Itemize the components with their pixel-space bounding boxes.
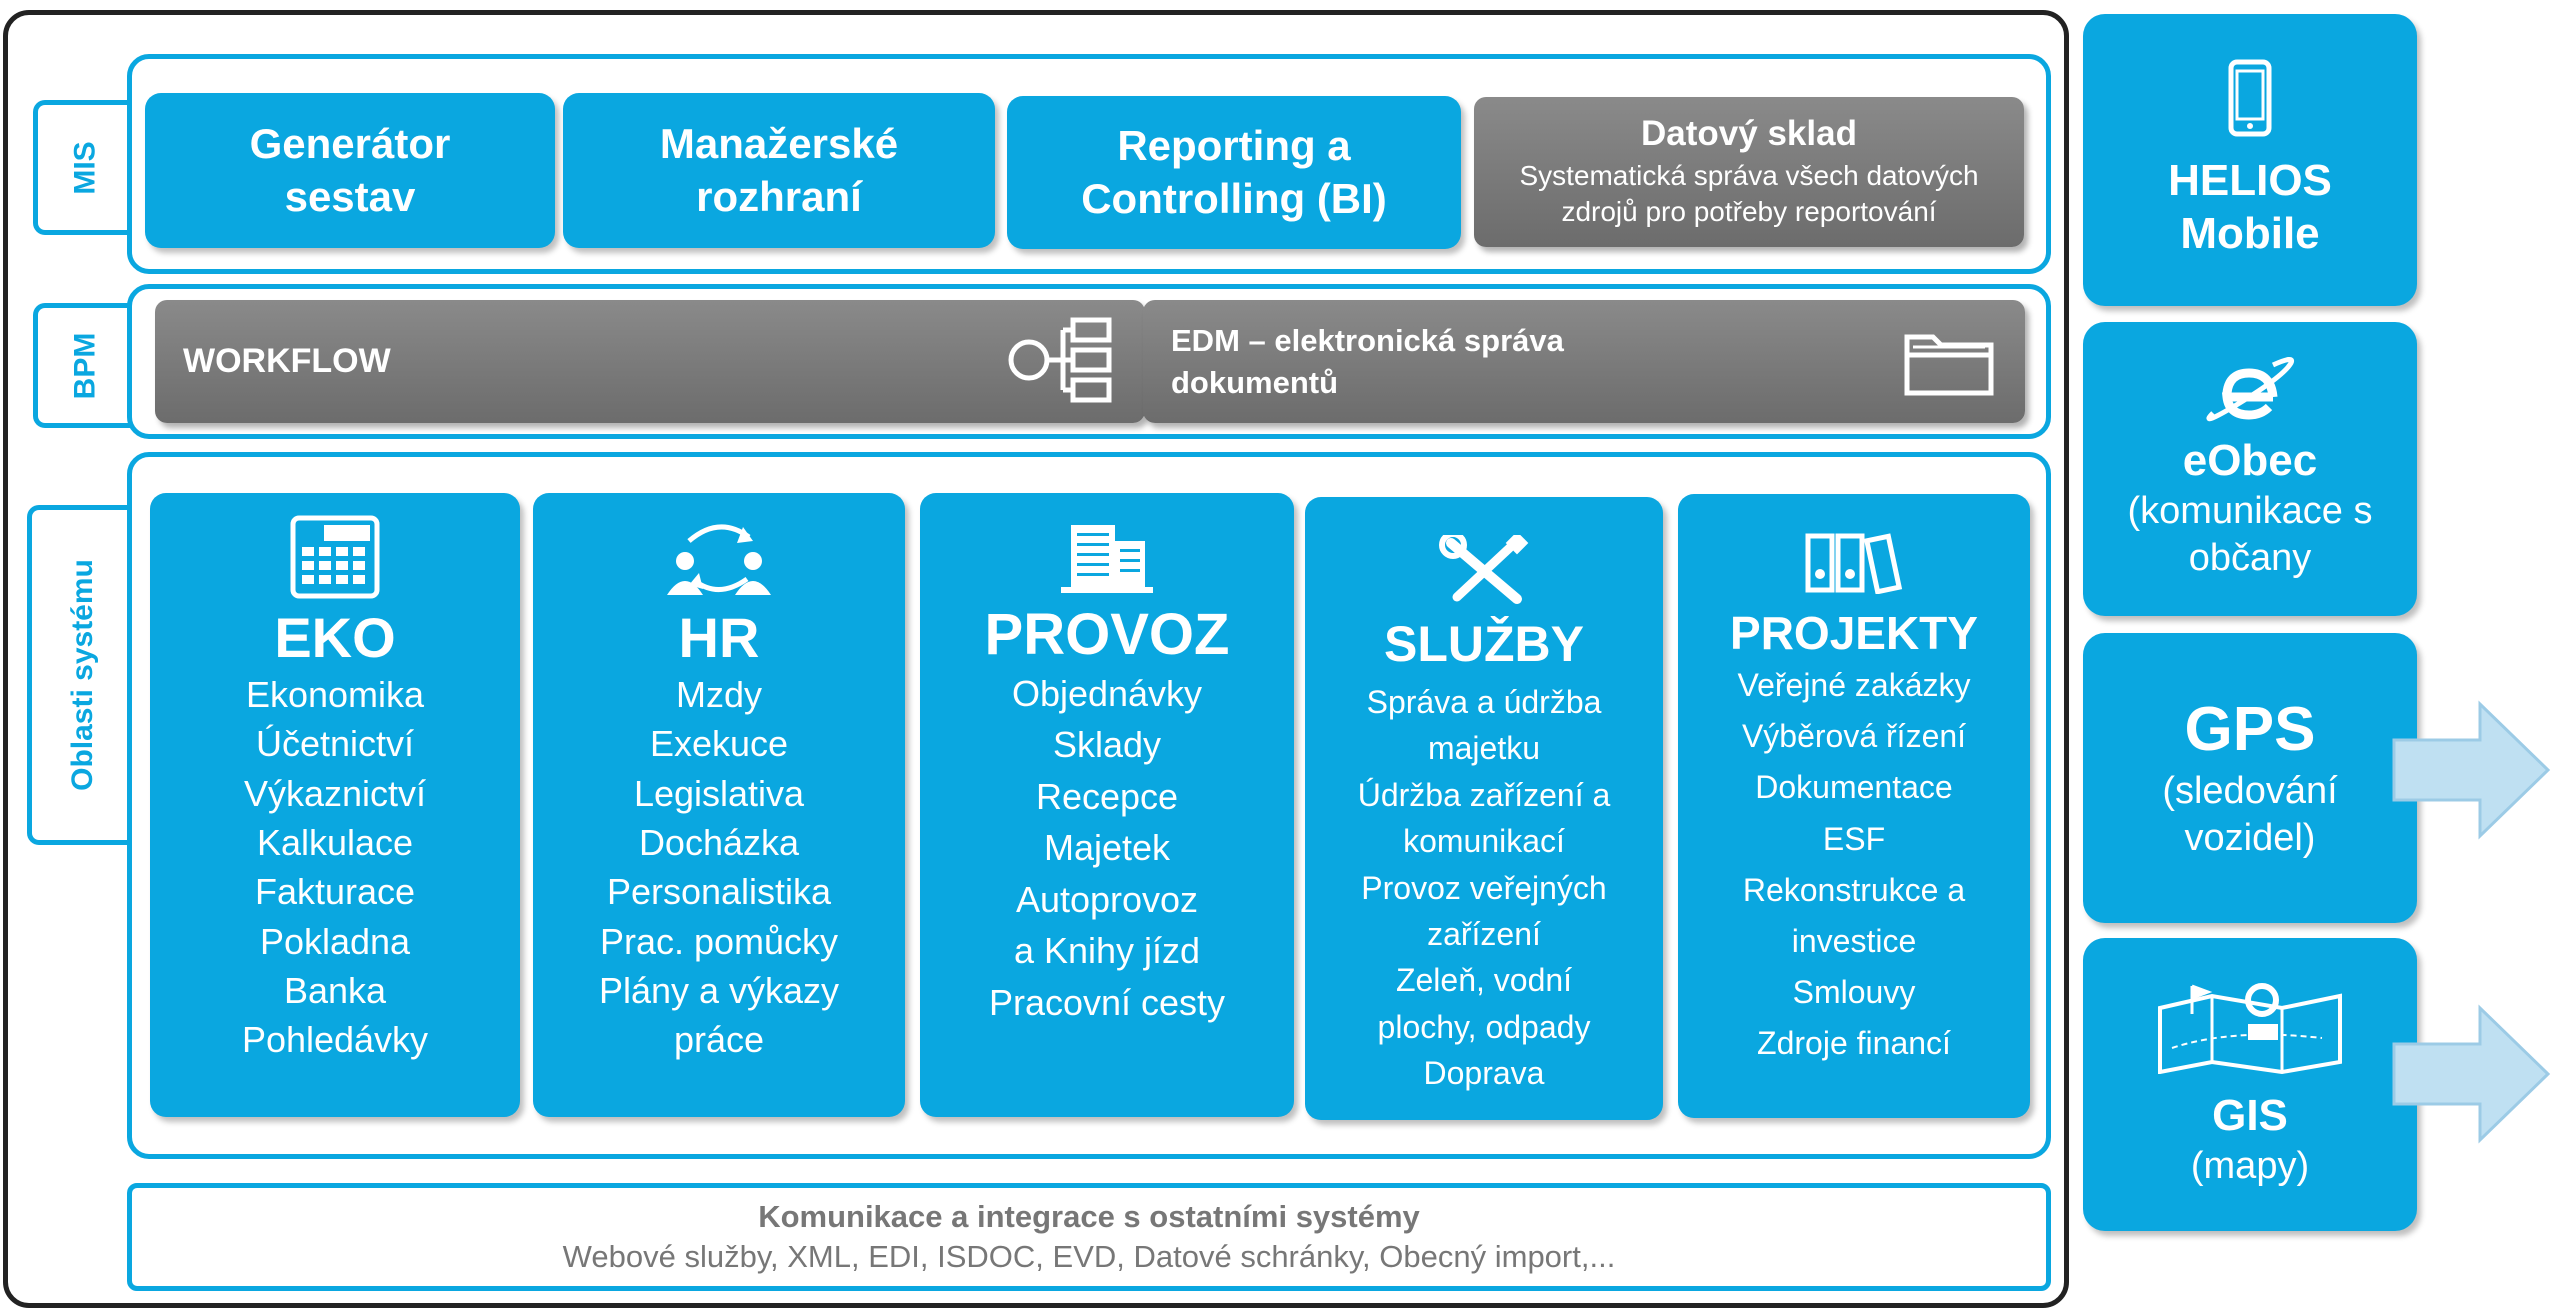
area-card-projekty[interactable]: PROJEKTY Veřejné zakázky Výběrová řízení… <box>1678 494 2030 1118</box>
mis-label: MIS <box>68 140 102 195</box>
area-card-sluzby[interactable]: SLUŽBY Správa a údržba majetku Údržba za… <box>1305 497 1663 1120</box>
area-items-eko: Ekonomika Účetnictví Výkaznictví Kalkula… <box>241 674 429 1061</box>
side-subtitle-gps: (sledování vozidel) <box>2162 769 2338 860</box>
mis-reporting-box[interactable]: Reporting a Controlling (BI) <box>1007 96 1461 249</box>
side-card-gis[interactable]: GIS (mapy) <box>2083 938 2417 1231</box>
workflow-box[interactable]: WORKFLOW <box>155 300 1145 423</box>
areas-tab: Oblasti systému <box>27 505 133 845</box>
mis-generator-box[interactable]: Generátor sestav <box>145 93 555 248</box>
folder-icon <box>1904 334 1994 396</box>
area-card-eko[interactable]: EKO Ekonomika Účetnictví Výkaznictví Kal… <box>150 493 520 1117</box>
people-exchange-icon <box>667 524 771 595</box>
binders-icon <box>1805 533 1903 594</box>
mis-reporting-label: Reporting a Controlling (BI) <box>1081 122 1387 222</box>
internet-explorer-icon <box>2206 357 2295 422</box>
area-card-provoz[interactable]: PROVOZ Objednávky Sklady Recepce Majetek… <box>920 493 1294 1117</box>
bpm-tab: BPM <box>33 303 133 428</box>
area-title-projekty: PROJEKTY <box>1730 607 1978 659</box>
area-title-sluzby: SLUŽBY <box>1384 616 1584 672</box>
edm-box[interactable]: EDM – elektronická správa dokumentů <box>1143 300 2025 423</box>
side-card-helios-mobile[interactable]: HELIOS Mobile <box>2083 14 2417 306</box>
mis-manazerske-label: Manažerské rozhraní <box>659 120 899 220</box>
side-card-gps[interactable]: GPS (sledování vozidel) <box>2083 633 2417 923</box>
tools-icon <box>1439 535 1529 604</box>
mobile-phone-icon <box>2228 59 2272 137</box>
integration-panel: Komunikace a integrace s ostatními systé… <box>127 1183 2051 1291</box>
side-card-eobec[interactable]: eObec (komunikace s občany <box>2083 322 2417 616</box>
building-icon <box>1061 525 1153 593</box>
gis-arrow <box>2392 1004 2551 1144</box>
side-title-eobec: eObec <box>2182 436 2318 486</box>
integration-title: Komunikace a integrace s ostatními systé… <box>758 1199 1420 1234</box>
side-subtitle-gis: (mapy) <box>2190 1145 2310 1188</box>
mis-tab: MIS <box>33 100 133 235</box>
datovy-sklad-desc: Systematická správa všech datových zdroj… <box>1519 159 1979 227</box>
edm-label: EDM – elektronická správa dokumentů <box>1171 322 1564 400</box>
area-items-provoz: Objednávky Sklady Recepce Majetek Autopr… <box>988 673 1226 1023</box>
mis-datovy-sklad-box[interactable]: Datový sklad Systematická správa všech d… <box>1474 97 2024 247</box>
datovy-sklad-title: Datový sklad <box>1641 113 1857 153</box>
side-title-gps: GPS <box>2184 695 2316 765</box>
mis-generator-label: Generátor sestav <box>249 120 451 220</box>
area-items-projekty: Veřejné zakázky Výběrová řízení Dokument… <box>1737 667 1971 1062</box>
area-items-hr: Mzdy Exekuce Legislativa Docházka Person… <box>598 674 840 1061</box>
areas-label: Oblasti systému <box>65 559 99 791</box>
gps-arrow <box>2392 700 2551 840</box>
side-title-gis: GIS <box>2212 1091 2288 1141</box>
workflow-label: WORKFLOW <box>183 342 391 380</box>
area-title-eko: EKO <box>274 606 396 669</box>
mis-manazerske-box[interactable]: Manažerské rozhraní <box>563 93 995 248</box>
area-title-hr: HR <box>678 606 760 669</box>
side-title-helios: HELIOS Mobile <box>2168 156 2332 258</box>
bpm-label: BPM <box>68 332 102 399</box>
integration-desc: Webové služby, XML, EDI, ISDOC, EVD, Dat… <box>562 1239 1616 1274</box>
area-title-provoz: PROVOZ <box>984 602 1230 667</box>
area-items-sluzby: Správa a údržba majetku Údržba zařízení … <box>1357 684 1611 1092</box>
map-icon <box>2158 983 2342 1075</box>
area-card-hr[interactable]: HR Mzdy Exekuce Legislativa Docházka Per… <box>533 493 905 1117</box>
workflow-icon <box>1008 317 1112 403</box>
calculator-icon <box>290 515 380 599</box>
side-subtitle-eobec: (komunikace s občany <box>2127 489 2373 580</box>
